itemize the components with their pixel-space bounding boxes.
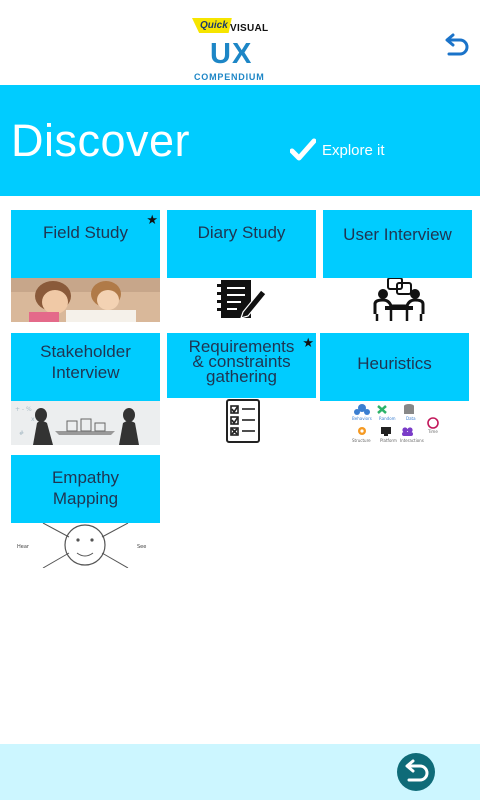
back-arrow-icon [445, 33, 469, 56]
card-header: Empathy Mapping [11, 455, 160, 523]
svg-text:x =: x = [31, 416, 42, 423]
svg-text:Data: Data [406, 416, 416, 421]
svg-text:#: # [19, 430, 24, 437]
field-study-photo [11, 278, 160, 322]
card-title: Stakeholder Interview [40, 342, 131, 382]
card-header: Diary Study [167, 210, 316, 278]
svg-text:Time: Time [427, 429, 438, 434]
star-icon: ★ [146, 212, 158, 227]
empathy-see-label: See [137, 544, 146, 550]
logo-compendium-text: COMPENDIUM [194, 72, 265, 82]
star-icon: ★ [302, 335, 314, 350]
notebook-pen-icon [167, 278, 316, 322]
card-title: Requirements & constraints gathering [188, 337, 295, 386]
logo-quick-tag: Quick [192, 18, 232, 33]
stakeholder-meeting-sketch: + - % x = # [11, 401, 160, 445]
card-title: Heuristics [357, 354, 432, 373]
checklist-icon [167, 398, 316, 445]
card-empathy-mapping[interactable]: Empathy Mapping Hear See [11, 455, 160, 568]
card-title: Diary Study [197, 223, 286, 242]
page-title: Discover [11, 115, 191, 166]
interview-people-icon [323, 278, 472, 322]
card-title: Field Study [42, 223, 129, 242]
back-arrow-icon [405, 759, 429, 782]
app-bar: Quick VISUAL UX COMPENDIUM [0, 0, 480, 85]
svg-text:Behaviors: Behaviors [352, 416, 372, 421]
discover-header: Discover Explore it [0, 85, 480, 196]
explore-it-toggle[interactable]: Explore it [290, 135, 385, 165]
card-field-study[interactable]: Field Study ★ [11, 210, 160, 322]
card-header: Requirements & constraints gathering ★ [167, 333, 316, 398]
svg-text:Random: Random [379, 416, 396, 421]
svg-text:Structure: Structure [352, 438, 371, 443]
card-user-interview[interactable]: User Interview [323, 210, 472, 322]
app-logo: Quick VISUAL UX COMPENDIUM [192, 16, 272, 84]
card-title: User Interview [343, 225, 452, 244]
heuristics-row2-labels: Structure Platform Interactions Time [352, 429, 438, 443]
svg-text:Platform: Platform [380, 438, 397, 443]
bottom-bar [0, 744, 480, 800]
logo-ux-text: UX [210, 38, 253, 70]
card-stakeholder-interview[interactable]: Stakeholder Interview + - % x = # [11, 333, 160, 445]
empathy-hear-label: Hear [17, 544, 30, 550]
checkmark-icon [290, 138, 316, 161]
logo-visual-text: VISUAL [230, 23, 269, 34]
card-header: Field Study ★ [11, 210, 160, 278]
back-button-top[interactable] [440, 30, 472, 62]
svg-text:Interactions: Interactions [400, 438, 424, 443]
back-button-bottom[interactable] [397, 753, 435, 791]
card-header: User Interview [323, 210, 472, 278]
heuristics-row1-labels: Behaviors Random Data [352, 416, 416, 421]
explore-it-label: Explore it [322, 141, 385, 159]
card-diary-study[interactable]: Diary Study [167, 210, 316, 322]
card-title: Empathy Mapping [51, 468, 120, 508]
heuristics-icon-grid: Behaviors Random Data Structure Platform… [320, 401, 469, 445]
card-heuristics[interactable]: Heuristics Behaviors Random Data Structu… [320, 333, 469, 445]
card-requirements-gathering[interactable]: Requirements & constraints gathering ★ [167, 333, 316, 445]
card-header: Heuristics [320, 333, 469, 401]
card-header: Stakeholder Interview [11, 333, 160, 401]
svg-text:+ - %: + - % [15, 406, 32, 413]
empathy-map-face-sketch: Hear See [11, 523, 160, 568]
